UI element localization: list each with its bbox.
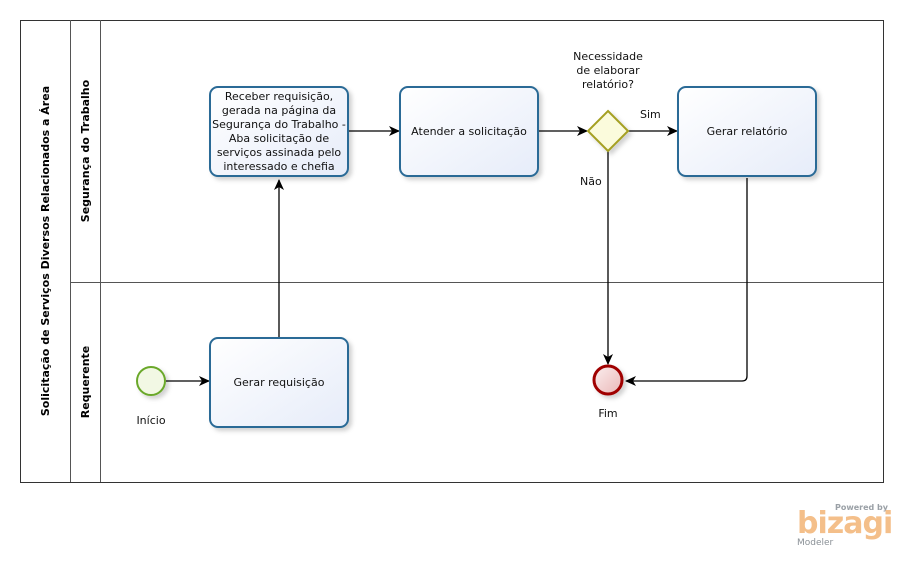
end-event[interactable] bbox=[592, 364, 624, 396]
powered-by-text: Powered by bbox=[835, 503, 888, 512]
task-receber-line-3: Segurança do Trabalho - bbox=[212, 118, 346, 131]
task-atender-solicitacao[interactable]: Atender a solicitação bbox=[399, 86, 539, 177]
task-receber-line-6: interessado e chefia bbox=[223, 160, 334, 173]
task-gerar-relatorio[interactable]: Gerar relatório bbox=[677, 86, 817, 177]
gateway-label-line-2: de elaborar bbox=[576, 64, 640, 77]
task-receber-requisicao[interactable]: Receber requisição, gerada na página da … bbox=[209, 86, 349, 177]
sequence-flows bbox=[166, 126, 748, 386]
flow-label-sim: Sim bbox=[640, 108, 661, 121]
lane-seguranca-do-trabalho: Segurança do Trabalho bbox=[79, 79, 92, 222]
flow-label-nao: Não bbox=[580, 175, 602, 188]
task-gerar-requisicao-label: Gerar requisição bbox=[234, 376, 325, 389]
gateway-label-line-3: relatório? bbox=[582, 78, 634, 91]
modeler-text: Modeler bbox=[797, 538, 834, 548]
task-receber-line-4: Aba solicitação de bbox=[229, 132, 329, 145]
task-receber-line-5: serviços assinada pelo bbox=[217, 146, 342, 159]
gateway-label-line-1: Necessidade bbox=[573, 50, 643, 63]
lane-label-requerente: Requerente bbox=[79, 346, 92, 419]
lane-requerente: Requerente bbox=[79, 346, 92, 419]
lane-label-seguranca: Segurança do Trabalho bbox=[79, 79, 92, 222]
task-gerar-requisicao[interactable]: Gerar requisição bbox=[209, 337, 349, 428]
task-gerar-relatorio-label: Gerar relatório bbox=[707, 125, 788, 138]
task-atender-label: Atender a solicitação bbox=[411, 125, 527, 138]
pool-title: Solicitação de Serviços Diversos Relacio… bbox=[39, 86, 52, 416]
end-event-label: Fim bbox=[598, 407, 617, 420]
flow-gerar-relatorio-to-fim[interactable] bbox=[625, 178, 748, 386]
start-event-label: Início bbox=[136, 414, 165, 427]
task-receber-line-1: Receber requisição, bbox=[225, 90, 333, 103]
bizagi-wordmark: bizagi bbox=[797, 506, 893, 541]
start-event[interactable] bbox=[136, 366, 166, 396]
exclusive-gateway[interactable] bbox=[586, 109, 630, 153]
task-receber-line-2: gerada na página da bbox=[222, 104, 336, 117]
